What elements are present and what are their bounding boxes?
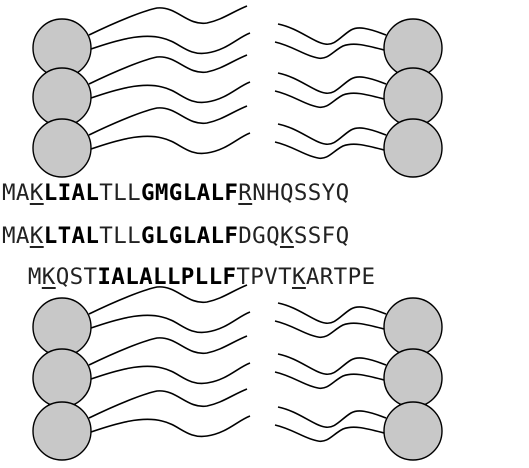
lipid-tail: [91, 82, 250, 102]
lipid-tail: [278, 407, 386, 427]
lipid-tail: [89, 389, 247, 418]
hydrophobic-segment: IALALLPLLF: [97, 264, 236, 290]
lipid-tail: [91, 33, 250, 53]
sequence-line-3: MKQSTIALALLPLLFTPVTKARTPE: [14, 262, 375, 292]
lipid-head: [384, 349, 442, 407]
lipid-head: [384, 402, 442, 460]
lipid-tail: [89, 106, 247, 135]
hydrophobic-segment: LIAL: [44, 180, 100, 206]
lipid-tail: [278, 73, 386, 93]
sequence-segment: DGQ: [238, 223, 280, 249]
lipid-head: [33, 402, 91, 460]
charged-residue: K: [30, 223, 44, 249]
lipid-tail: [89, 336, 247, 365]
lower-leaflet: [33, 285, 442, 460]
sequence-segment: QST: [56, 264, 98, 290]
sequence-segment: TPVT: [236, 264, 292, 290]
lipid-head: [33, 119, 91, 177]
lipid-tail: [91, 133, 250, 153]
lipid-head: [384, 68, 442, 126]
sequence-segment: M: [14, 264, 42, 290]
charged-residue: K: [30, 180, 44, 206]
lipid-head: [33, 349, 91, 407]
lipid-tail: [89, 6, 247, 35]
lipid-head: [33, 68, 91, 126]
sequence-segment: ARTPE: [306, 264, 375, 290]
sequence-segment: SSFQ: [294, 223, 350, 249]
sequence-line-2: MAKLTALTLLGLGLALFDGQKSSFQ: [2, 221, 349, 251]
sequence-segment: NHQSSYQ: [252, 180, 349, 206]
charged-residue: K: [42, 264, 56, 290]
lipid-tail: [278, 124, 386, 144]
sequence-segment: MA: [2, 223, 30, 249]
lipid-tail: [89, 55, 247, 84]
hydrophobic-segment: GMGLALF: [141, 180, 238, 206]
hydrophobic-segment: LTAL: [44, 223, 100, 249]
lipid-head: [384, 119, 442, 177]
lipid-tail: [278, 303, 386, 323]
sequence-segment: TLL: [99, 223, 141, 249]
lipid-tail: [278, 354, 386, 374]
lipid-head: [33, 298, 91, 356]
lipid-head: [384, 298, 442, 356]
sequence-segment: MA: [2, 180, 30, 206]
charged-residue: R: [238, 180, 252, 206]
charged-residue: K: [292, 264, 306, 290]
lipid-tail: [278, 24, 386, 44]
sequence-segment: TLL: [99, 180, 141, 206]
lipid-tail: [91, 363, 250, 383]
lipid-tail: [91, 312, 250, 332]
upper-leaflet: [33, 6, 442, 177]
charged-residue: K: [280, 223, 294, 249]
hydrophobic-segment: GLGLALF: [141, 223, 238, 249]
sequence-line-1: MAKLIALTLLGMGLALFRNHQSSYQ: [2, 178, 349, 208]
lipid-tail: [91, 416, 250, 436]
